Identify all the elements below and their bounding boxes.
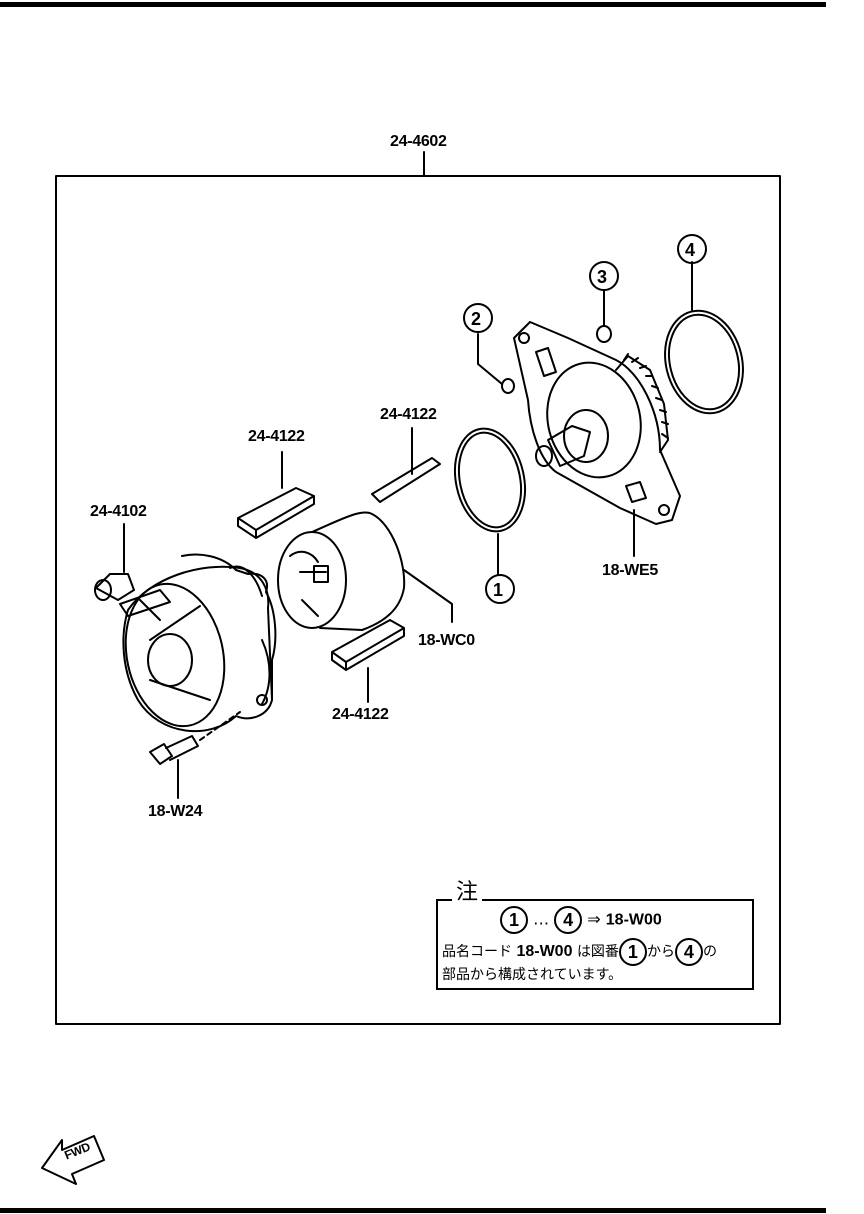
- note-line-3: 部品から構成されています。: [442, 967, 623, 983]
- note-arrow: ⇒: [587, 909, 601, 929]
- callout-4: [677, 234, 707, 264]
- label-vane-bottom: 24-4122: [332, 706, 389, 723]
- rotor-drawing: [277, 511, 406, 631]
- callout-2: [463, 303, 493, 333]
- note-code-1: 18-W00: [605, 911, 662, 929]
- o-ring-1: [454, 427, 526, 533]
- bolt-drawing: [149, 711, 241, 765]
- o-ring-2: [501, 378, 515, 394]
- cover-plate-drawing: [513, 321, 681, 525]
- fwd-arrow-icon: [41, 1135, 105, 1185]
- callout-1-number: 1: [493, 580, 503, 600]
- pump-housing-drawing: [94, 553, 277, 733]
- callout-3-number: 3: [597, 267, 607, 287]
- note-line-1: 1 … 4 ⇒ 18-W00: [500, 906, 662, 934]
- label-vane-top: 24-4122: [248, 428, 305, 445]
- callout-3: [589, 261, 619, 291]
- vane-top-drawing: [237, 487, 315, 539]
- note-circle-1: 1: [500, 906, 528, 934]
- note-prefix: 品名コード: [442, 944, 512, 960]
- assembly-frame: [55, 175, 781, 1025]
- note-circle-1b: 1: [618, 938, 647, 966]
- note-ellipsis: …: [533, 909, 550, 929]
- label-housing: 24-4102: [90, 503, 147, 520]
- label-cover: 18-WE5: [602, 562, 658, 579]
- label-bolt: 18-W24: [148, 803, 203, 820]
- o-ring-2-leader: [477, 333, 503, 385]
- note-mid: は図番: [576, 944, 619, 960]
- label-assembly: 24-4602: [390, 133, 447, 150]
- note-title: 注: [452, 880, 483, 906]
- bottom-border-rule: [0, 1208, 826, 1213]
- note-circle-4: 4: [554, 906, 583, 934]
- note-no: の: [702, 944, 717, 960]
- note-circle-4b: 4: [674, 938, 703, 966]
- note-kara: から: [646, 944, 675, 960]
- vane-mid-drawing: [371, 457, 441, 503]
- o-ring-3: [596, 325, 612, 343]
- callout-2-number: 2: [471, 309, 481, 329]
- callout-4-number: 4: [685, 240, 695, 260]
- o-ring-4: [664, 309, 744, 415]
- note-box: [436, 899, 754, 990]
- callout-1: [485, 574, 515, 604]
- vane-bottom-drawing: [331, 619, 405, 671]
- note-code-2: 18-W00: [516, 943, 573, 960]
- label-rotor: 18-WC0: [418, 632, 475, 649]
- label-vane-mid: 24-4122: [380, 406, 437, 423]
- top-border-rule: [0, 2, 826, 7]
- rotor-leader: [403, 569, 453, 623]
